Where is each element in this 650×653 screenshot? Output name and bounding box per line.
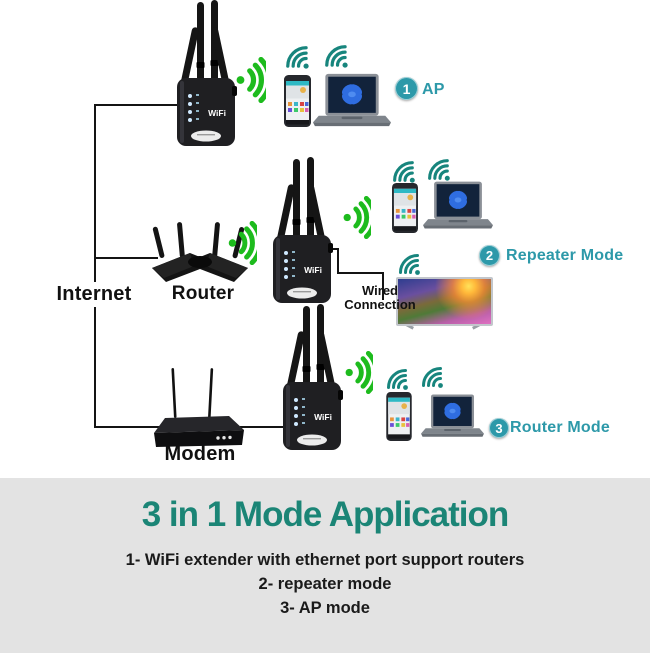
- wifi-logo: WiFi: [314, 412, 332, 422]
- wifi-logo: WiFi: [304, 265, 322, 275]
- footer-panel: 3 in 1 Mode Application 1- WiFi extender…: [0, 478, 650, 653]
- laptop: [421, 394, 484, 437]
- wifi-extender-device: WiFi: [273, 157, 333, 303]
- modem-label: Modem: [164, 443, 236, 465]
- wifi-extender-device: WiFi: [283, 304, 343, 450]
- mode-label-repeater: Repeater Mode: [506, 247, 624, 264]
- footer-line-1: 1- WiFi extender with ethernet port supp…: [125, 551, 525, 569]
- wifi-extender-device: WiFi: [177, 0, 237, 146]
- wired-connection-label: Wired Connection: [344, 283, 416, 312]
- wifi-signal-icon: [228, 221, 257, 265]
- footer-line-3: 3- AP mode: [280, 599, 370, 617]
- router-label: Router: [171, 283, 235, 304]
- wifi-signal-icon: [345, 351, 373, 394]
- internet-label: Internet: [50, 282, 138, 307]
- modem-device: [154, 368, 244, 447]
- smartphone: [392, 183, 418, 233]
- connection-lines: [94, 104, 384, 428]
- wifi-signal-icon: [343, 196, 371, 239]
- smartphone: [386, 392, 412, 441]
- laptop: [423, 181, 493, 229]
- smartphone: [284, 75, 311, 127]
- mode-badge-ap: 1: [395, 77, 418, 100]
- footer-line-2: 2- repeater mode: [258, 575, 392, 593]
- wifi-logo: WiFi: [208, 108, 226, 118]
- smart-tv: [396, 277, 493, 326]
- mode-label-ap: AP: [422, 81, 445, 98]
- mode-label-router: Router Mode: [510, 419, 610, 436]
- mode-badge-repeater: 2: [479, 245, 500, 266]
- mode-badge-router: 3: [489, 418, 509, 438]
- wifi-signal-icon: [236, 57, 266, 103]
- footer-caption-list: 1- WiFi extender with ethernet port supp…: [0, 548, 650, 620]
- footer-title: 3 in 1 Mode Application: [141, 495, 510, 534]
- laptop: [313, 73, 391, 127]
